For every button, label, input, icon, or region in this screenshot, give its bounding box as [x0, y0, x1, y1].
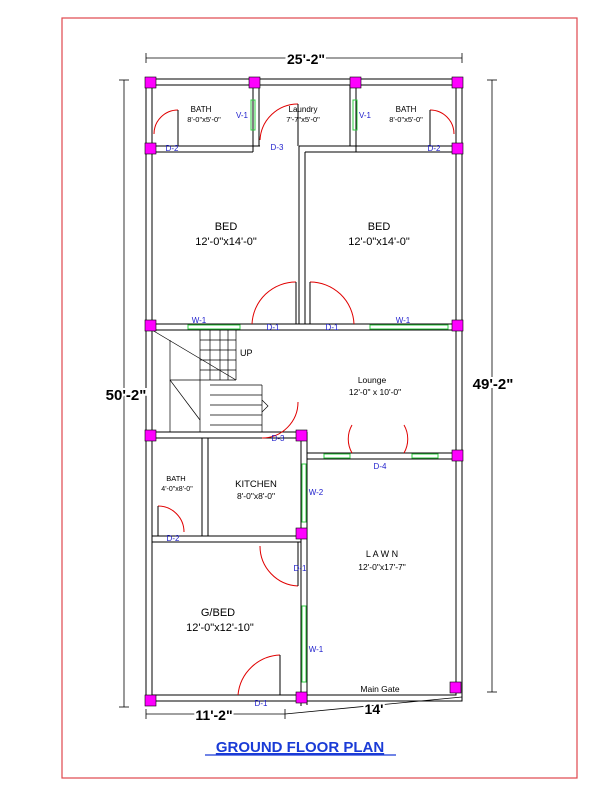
tag-d4: D-4	[374, 462, 387, 471]
door-d2-ground	[157, 505, 185, 533]
room-gbed-size: 12'-0"x12'-10"	[186, 622, 254, 634]
main-gate-label: Main Gate	[360, 684, 399, 694]
room-lawn-size: 12'-0"x17'-7"	[358, 562, 406, 572]
room-bed-right-size: 12'-0"x14'-0"	[348, 236, 410, 248]
tag-v1-right: V-1	[359, 111, 372, 120]
tag-d1-left: D-1	[267, 323, 280, 332]
tag-d2-left: D-2	[166, 144, 179, 153]
doors	[153, 103, 455, 696]
room-bed-right-name: BED	[368, 221, 391, 233]
door-d2-right	[429, 109, 455, 135]
room-bed-left-name: BED	[215, 221, 238, 233]
tag-d2-right: D-2	[428, 144, 441, 153]
door-d3-top	[259, 103, 299, 141]
walls	[145, 78, 463, 706]
dim-top-width: 25'-2"	[287, 51, 325, 67]
room-laundry-name: Laundry	[289, 105, 318, 114]
dimension-lines	[119, 53, 497, 719]
room-bath-ground-name: BATH	[166, 474, 185, 483]
door-d1-left	[251, 281, 297, 325]
dim-bottom-right: 14'	[365, 701, 384, 717]
dim-bottom-left: 11'-2"	[195, 707, 232, 723]
stair-up-label: UP	[240, 348, 253, 358]
door-d2-left	[153, 109, 179, 135]
window-w1-right	[369, 324, 449, 330]
tag-d1-right: D-1	[326, 323, 339, 332]
tag-d3-mid: D-3	[272, 434, 285, 443]
room-bed-left-size: 12'-0"x14'-0"	[195, 236, 257, 248]
door-d1-lawn	[259, 545, 299, 587]
drawing-title: GROUND FLOOR PLAN	[216, 739, 384, 756]
door-d4-b	[403, 424, 409, 454]
room-lounge-size: 12'-0" x 10'-0"	[349, 387, 401, 397]
columns	[144, 76, 464, 707]
dim-left-height: 50'-2"	[106, 387, 147, 404]
room-bath-right-name: BATH	[396, 105, 417, 114]
tag-w1-left: W-1	[192, 316, 207, 325]
room-bath-left-name: BATH	[191, 105, 212, 114]
room-laundry-size: 7'-7"x5'-0"	[286, 115, 320, 124]
door-d1-bottom	[237, 654, 281, 696]
window-w2	[301, 463, 307, 523]
window-w1-left	[187, 324, 241, 330]
tag-w1-gbed: W-1	[309, 645, 324, 654]
door-d3-mid	[261, 401, 299, 439]
dim-right-height: 49'-2"	[473, 376, 514, 393]
room-kitchen-name: KITCHEN	[235, 479, 277, 490]
room-bath-ground-size: 4'-0"x8'-0"	[161, 486, 193, 493]
staircase	[151, 329, 269, 432]
sheet-border	[61, 17, 578, 779]
window-v1-right	[352, 99, 358, 131]
tag-v1-left: V-1	[236, 111, 249, 120]
room-kitchen-size: 8'-0"x8'-0"	[237, 491, 275, 501]
room-bath-left-size: 8'-0"x5'-0"	[187, 115, 221, 124]
window-v1-left	[250, 99, 256, 131]
tag-w1-right: W-1	[396, 316, 411, 325]
room-lounge-name: Lounge	[358, 375, 387, 385]
tag-d2-ground: D-2	[167, 534, 180, 543]
room-gbed-name: G/BED	[201, 607, 235, 619]
window-d4-left	[323, 453, 351, 459]
window-d4-right	[411, 453, 439, 459]
room-bath-right-size: 8'-0"x5'-0"	[389, 115, 423, 124]
window-w1-gbed	[301, 605, 307, 683]
room-lawn-name: L A W N	[366, 549, 398, 559]
tag-d1-bottom: D-1	[255, 699, 268, 708]
door-d4-a	[347, 424, 353, 454]
windows	[187, 99, 449, 683]
tag-d1-lawn: D-1	[294, 564, 307, 573]
tag-d3-top: D-3	[271, 143, 284, 152]
tag-w2: W-2	[309, 488, 324, 497]
door-d1-right	[309, 281, 355, 325]
